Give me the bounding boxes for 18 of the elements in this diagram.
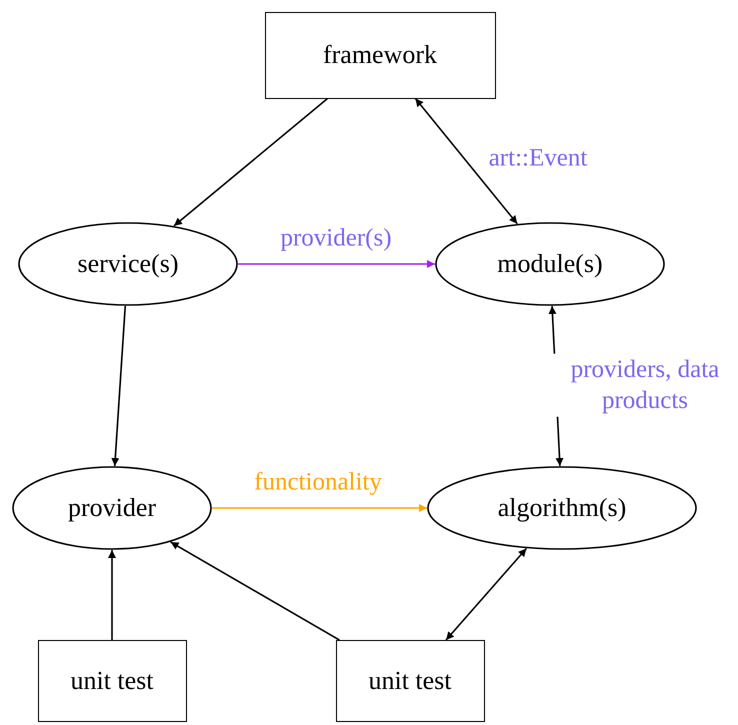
arrow [238, 260, 435, 268]
arrow [414, 98, 518, 224]
node-label: module(s) [497, 248, 603, 280]
process-box [264, 12, 496, 98]
node-label: provider [68, 492, 156, 524]
node-label: algorithm(s) [498, 492, 626, 524]
node-label: framework [322, 38, 438, 71]
arrow [170, 541, 340, 641]
arrow [445, 548, 527, 641]
arrow [173, 98, 328, 226]
process-box [38, 640, 186, 722]
arrow [111, 306, 126, 466]
node-label: unit test [368, 664, 452, 697]
node-label: service(s) [77, 248, 179, 280]
process-box [336, 640, 484, 722]
arrow [108, 550, 116, 640]
arrow [212, 504, 427, 512]
node-label: unit test [70, 664, 154, 697]
